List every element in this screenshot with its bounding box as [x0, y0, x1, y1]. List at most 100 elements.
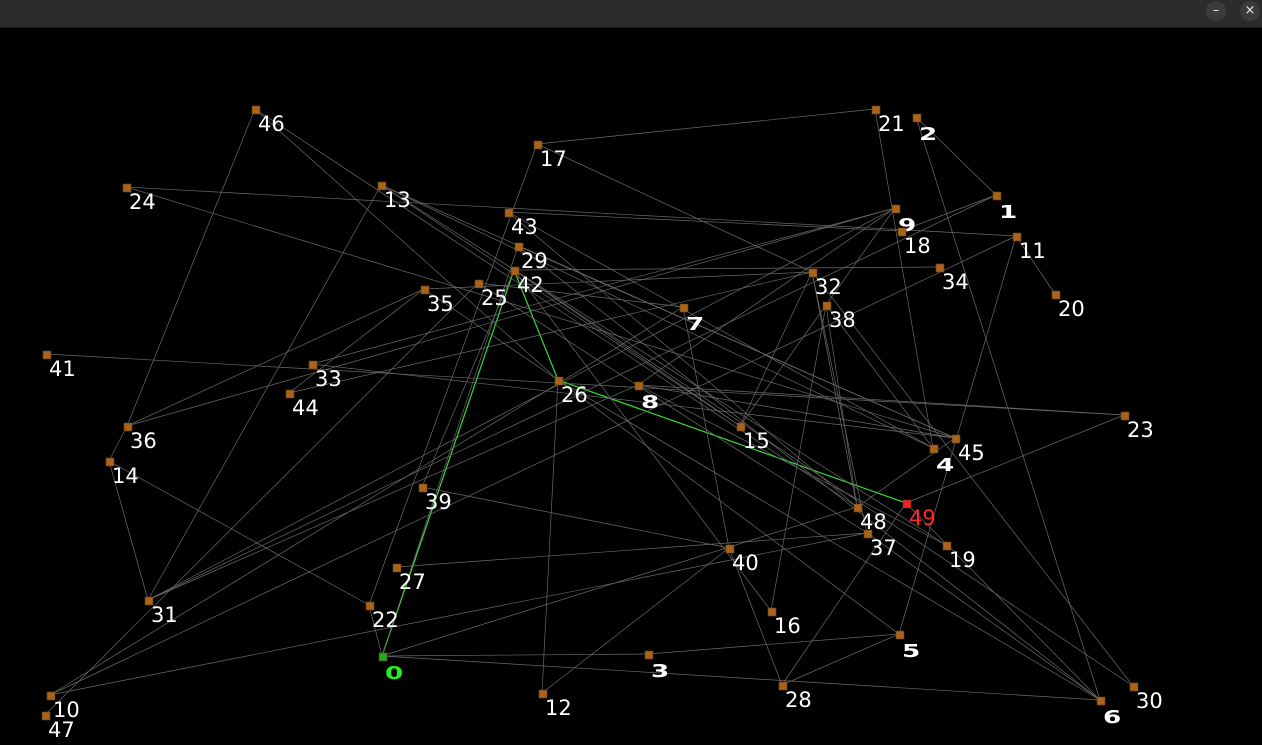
node-27[interactable]: 27 — [392, 563, 426, 594]
node-47[interactable]: 47 — [41, 711, 75, 742]
node-marker-38[interactable] — [822, 301, 832, 311]
node-18[interactable]: 18 — [897, 227, 931, 258]
node-marker-30[interactable] — [1129, 682, 1139, 692]
node-marker-7[interactable] — [679, 303, 689, 313]
node-marker-22[interactable] — [365, 601, 375, 611]
node-1[interactable]: 1 — [992, 191, 1017, 223]
node-12[interactable]: 12 — [538, 689, 572, 720]
node-46[interactable]: 46 — [251, 105, 285, 136]
node-marker-49[interactable] — [902, 499, 912, 509]
node-15[interactable]: 15 — [736, 422, 770, 453]
node-0[interactable]: 0 — [378, 652, 403, 684]
node-marker-0[interactable] — [378, 652, 388, 662]
node-marker-27[interactable] — [392, 563, 402, 573]
close-button[interactable]: × — [1240, 1, 1260, 21]
node-marker-23[interactable] — [1120, 411, 1130, 421]
node-6[interactable]: 6 — [1096, 696, 1121, 728]
node-marker-31[interactable] — [144, 596, 154, 606]
node-48[interactable]: 48 — [853, 503, 887, 534]
node-24[interactable]: 24 — [122, 183, 156, 214]
node-21[interactable]: 21 — [871, 105, 905, 136]
node-7[interactable]: 7 — [679, 303, 704, 335]
node-marker-2[interactable] — [912, 113, 922, 123]
node-marker-18[interactable] — [897, 227, 907, 237]
node-marker-4[interactable] — [929, 444, 939, 454]
node-32[interactable]: 32 — [808, 268, 842, 299]
node-3[interactable]: 3 — [644, 650, 669, 682]
node-marker-34[interactable] — [935, 263, 945, 273]
node-marker-44[interactable] — [285, 389, 295, 399]
node-19[interactable]: 19 — [942, 541, 976, 572]
node-31[interactable]: 31 — [144, 596, 178, 627]
node-marker-37[interactable] — [863, 529, 873, 539]
node-11[interactable]: 11 — [1012, 232, 1046, 263]
node-marker-19[interactable] — [942, 541, 952, 551]
node-marker-40[interactable] — [725, 544, 735, 554]
node-marker-46[interactable] — [251, 105, 261, 115]
node-marker-36[interactable] — [123, 422, 133, 432]
node-33[interactable]: 33 — [308, 360, 342, 391]
node-marker-17[interactable] — [533, 140, 543, 150]
node-23[interactable]: 23 — [1120, 411, 1154, 442]
node-28[interactable]: 28 — [778, 681, 812, 712]
node-marker-48[interactable] — [853, 503, 863, 513]
node-45[interactable]: 45 — [951, 434, 985, 465]
node-25[interactable]: 25 — [474, 279, 508, 310]
node-marker-39[interactable] — [418, 483, 428, 493]
node-44[interactable]: 44 — [285, 389, 319, 420]
node-17[interactable]: 17 — [533, 140, 567, 171]
node-42[interactable]: 42 — [510, 266, 544, 297]
node-22[interactable]: 22 — [365, 601, 399, 632]
node-marker-5[interactable] — [895, 630, 905, 640]
node-38[interactable]: 38 — [822, 301, 856, 332]
node-13[interactable]: 13 — [377, 181, 411, 212]
node-49[interactable]: 49 — [902, 499, 936, 530]
node-marker-26[interactable] — [554, 376, 564, 386]
node-marker-6[interactable] — [1096, 696, 1106, 706]
node-36[interactable]: 36 — [123, 422, 157, 453]
node-37[interactable]: 37 — [863, 529, 897, 560]
node-marker-15[interactable] — [736, 422, 746, 432]
node-marker-29[interactable] — [514, 242, 524, 252]
node-40[interactable]: 40 — [725, 544, 759, 575]
node-marker-21[interactable] — [871, 105, 881, 115]
minimize-button[interactable]: – — [1206, 1, 1226, 21]
node-marker-33[interactable] — [308, 360, 318, 370]
node-marker-28[interactable] — [778, 681, 788, 691]
node-marker-10[interactable] — [46, 691, 56, 701]
node-marker-25[interactable] — [474, 279, 484, 289]
node-marker-13[interactable] — [377, 181, 387, 191]
node-39[interactable]: 39 — [418, 483, 452, 514]
node-marker-42[interactable] — [510, 266, 520, 276]
node-marker-47[interactable] — [41, 711, 51, 721]
node-2[interactable]: 2 — [912, 113, 937, 145]
node-35[interactable]: 35 — [420, 285, 454, 316]
node-41[interactable]: 41 — [42, 350, 76, 381]
node-10[interactable]: 10 — [46, 691, 80, 722]
node-marker-8[interactable] — [634, 381, 644, 391]
node-16[interactable]: 16 — [767, 607, 801, 638]
node-marker-32[interactable] — [808, 268, 818, 278]
node-marker-16[interactable] — [767, 607, 777, 617]
node-8[interactable]: 8 — [634, 381, 659, 413]
node-marker-45[interactable] — [951, 434, 961, 444]
node-marker-41[interactable] — [42, 350, 52, 360]
node-43[interactable]: 43 — [504, 208, 538, 239]
node-marker-14[interactable] — [105, 457, 115, 467]
node-marker-1[interactable] — [992, 191, 1002, 201]
node-20[interactable]: 20 — [1051, 290, 1085, 321]
node-marker-3[interactable] — [644, 650, 654, 660]
node-marker-24[interactable] — [122, 183, 132, 193]
node-marker-20[interactable] — [1051, 290, 1061, 300]
node-marker-43[interactable] — [504, 208, 514, 218]
node-marker-9[interactable] — [891, 204, 901, 214]
node-14[interactable]: 14 — [105, 457, 139, 488]
node-30[interactable]: 30 — [1129, 682, 1163, 713]
node-5[interactable]: 5 — [895, 630, 920, 662]
node-marker-12[interactable] — [538, 689, 548, 699]
node-marker-35[interactable] — [420, 285, 430, 295]
node-26[interactable]: 26 — [554, 376, 588, 407]
node-4[interactable]: 4 — [929, 444, 954, 476]
node-marker-11[interactable] — [1012, 232, 1022, 242]
node-29[interactable]: 29 — [514, 242, 548, 273]
